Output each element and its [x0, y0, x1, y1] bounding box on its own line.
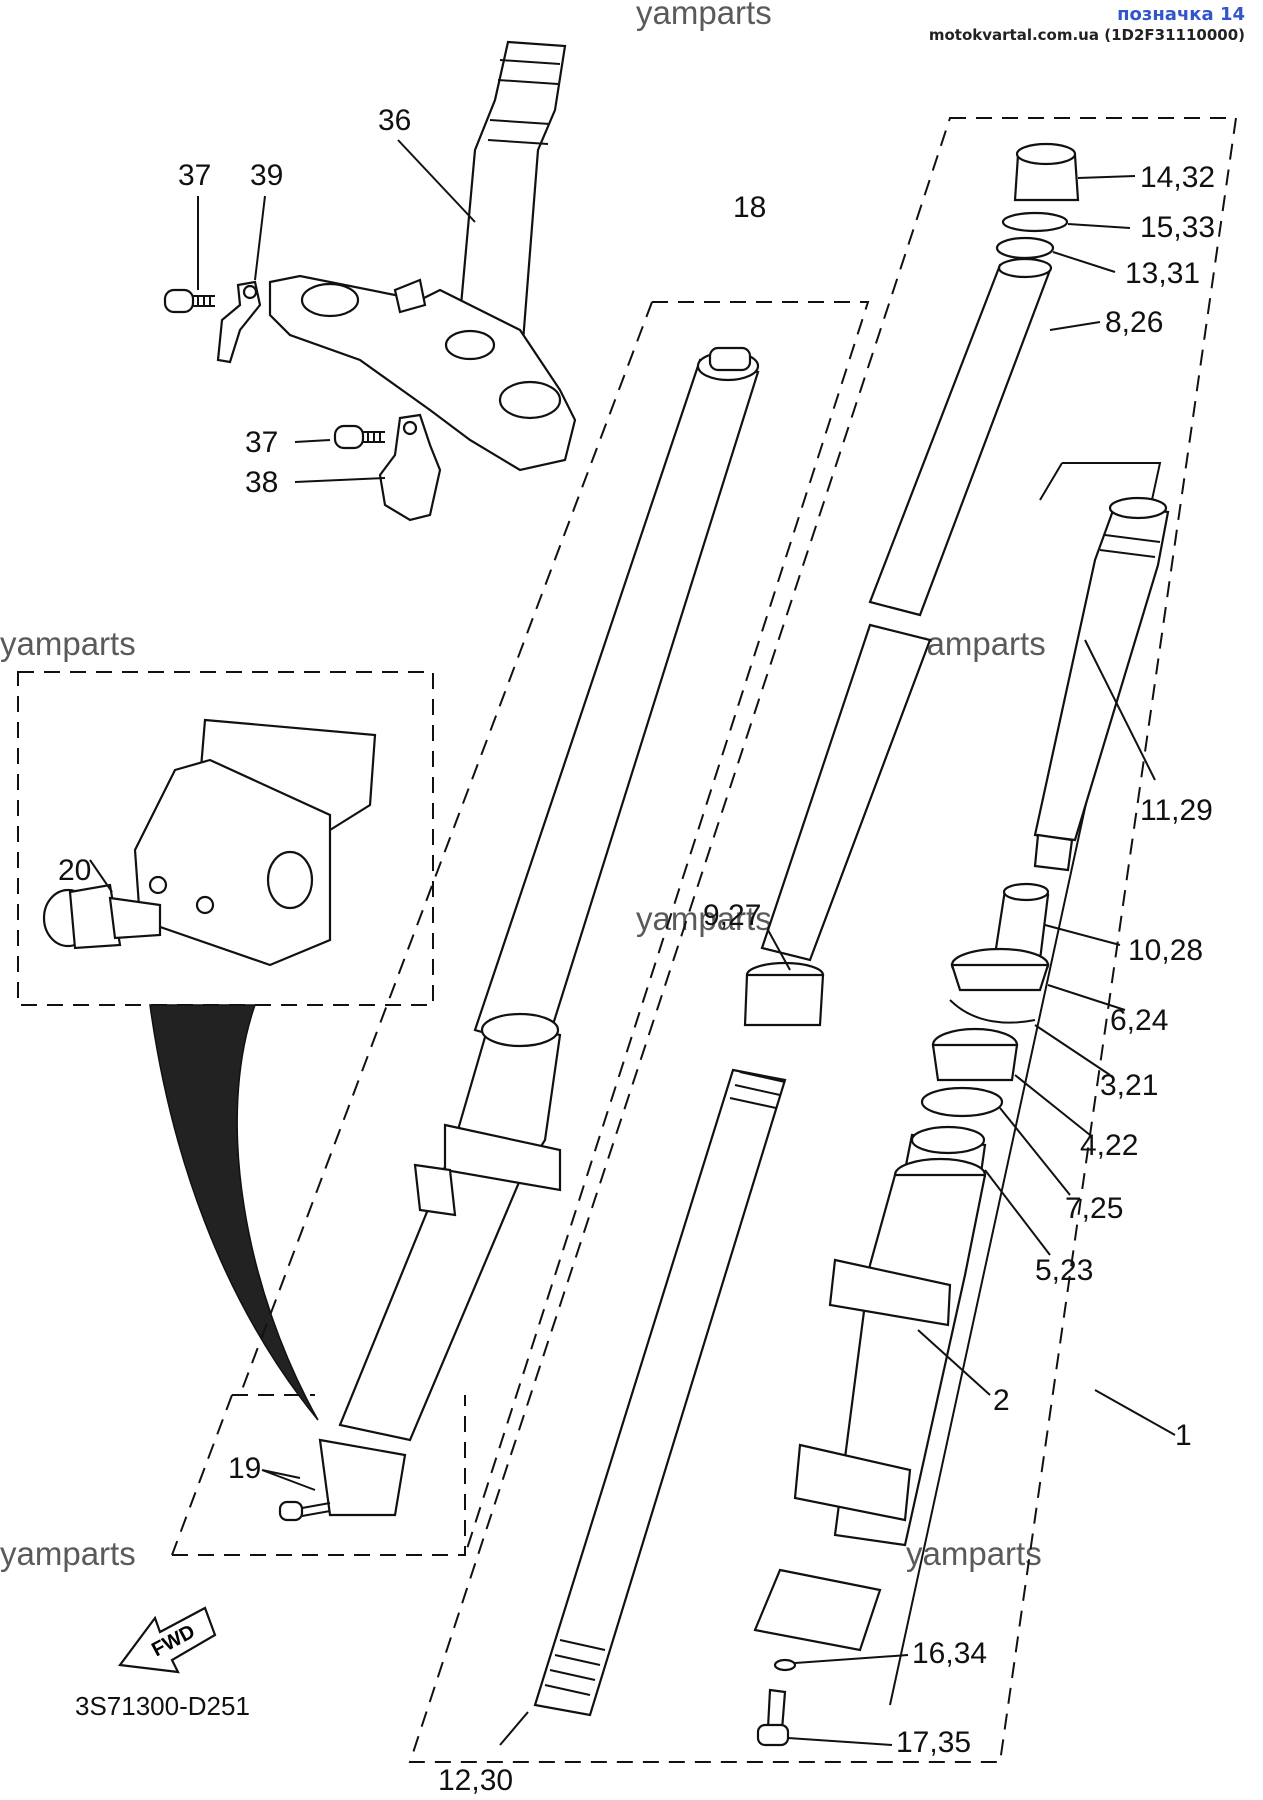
slide-bushing-part [743, 961, 825, 1027]
watermark: yamparts [0, 625, 136, 662]
cap-bolt-part [1013, 142, 1080, 202]
header-link[interactable]: позначка 14 [1117, 4, 1245, 25]
watermark: yamparts [906, 1535, 1042, 1572]
callout-15-33: 15,33 [1140, 211, 1215, 244]
callout-18: 18 [733, 191, 766, 224]
callout-13-31: 13,31 [1125, 257, 1200, 290]
detail-pointer [149, 1004, 319, 1421]
callout-16-34: 16,34 [912, 1637, 987, 1670]
callout-14-32: 14,32 [1140, 161, 1215, 194]
callout-6-24: 6,24 [1110, 1004, 1168, 1037]
callout-36: 36 [378, 104, 411, 137]
fork-spring-part [760, 257, 1053, 962]
wire-holder-38 [378, 413, 442, 522]
diagram-code: 3S71300-D251 [75, 1691, 250, 1721]
callout-7-25: 7,25 [1065, 1192, 1123, 1225]
bolt-37-lower [333, 424, 385, 450]
inner-tube-part [533, 1068, 787, 1717]
watermark: yamparts [636, 900, 772, 937]
outer-fork-tube-part [473, 346, 760, 1052]
callout-38: 38 [245, 466, 278, 499]
lower-outer-tube-part [318, 1012, 562, 1517]
callout-1: 1 [1175, 1419, 1192, 1452]
callout-9-27: 9,27 [703, 899, 761, 932]
callout-12-30: 12,30 [438, 1764, 513, 1797]
wire-holder-upper [216, 280, 262, 364]
dust-seal-part [950, 947, 1050, 992]
callout-8-26: 8,26 [1105, 306, 1163, 339]
callout-11-29: 11,29 [1140, 794, 1213, 827]
watermark: yamparts [0, 1535, 136, 1572]
oil-lock-piece-part [993, 882, 1050, 962]
gasket-part [773, 1658, 797, 1672]
callout-3-21: 3,21 [1100, 1069, 1158, 1102]
oil-seal-part [931, 1027, 1019, 1082]
watermark: yamparts [636, 0, 772, 31]
inset-bolt-20 [42, 883, 162, 950]
callout-17-35: 17,35 [896, 1726, 971, 1759]
bolt-19 [278, 1500, 331, 1522]
callout-37-upper: 37 [178, 159, 211, 192]
washer-part [995, 236, 1055, 260]
callout-2: 2 [993, 1384, 1010, 1417]
callout-4-22: 4,22 [1080, 1129, 1138, 1162]
inset-fork-bottom-part [133, 718, 377, 967]
callout-19: 19 [228, 1452, 261, 1485]
callout-20: 20 [58, 854, 91, 887]
callout-37-lower: 37 [245, 426, 278, 459]
watermark: yamparts [910, 625, 1046, 662]
damper-bolt-part [756, 1688, 790, 1747]
callout-10-28: 10,28 [1128, 934, 1203, 967]
callout-39: 39 [250, 159, 283, 192]
fwd-arrow-icon: FWD [117, 1606, 217, 1674]
callout-5-23: 5,23 [1035, 1254, 1093, 1287]
oil-seal-washer-part [920, 1086, 1004, 1118]
under-bracket-part [268, 274, 577, 472]
outer-tube-2-part [753, 1157, 987, 1652]
o-ring-part [1001, 211, 1069, 233]
header-site-code: motokvartal.com.ua (1D2F31110000) [928, 26, 1245, 44]
bolt-37-upper [163, 288, 215, 314]
retaining-clip-part [949, 999, 1036, 1024]
